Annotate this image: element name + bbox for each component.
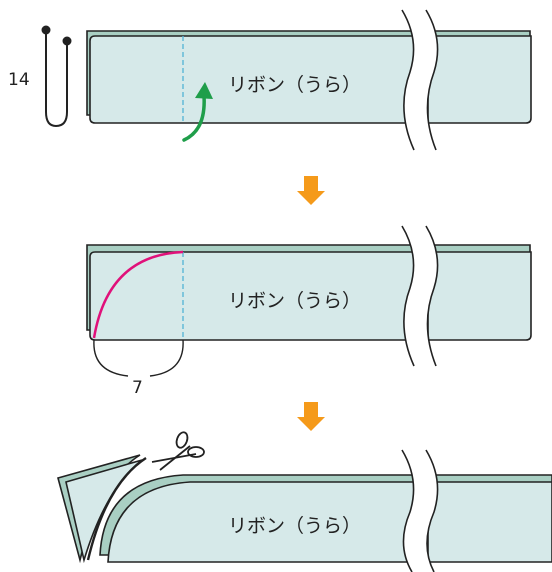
ribbon-front-layer — [89, 251, 429, 341]
break-line-right — [425, 449, 439, 572]
down-arrow-icon — [297, 176, 325, 205]
fold-arrow-icon — [182, 82, 213, 142]
ribbon-front-layer — [107, 481, 429, 563]
break-line-left — [401, 449, 415, 572]
down-arrow-icon — [297, 402, 325, 431]
scissors-icon — [151, 431, 205, 471]
break-gap — [402, 450, 438, 572]
break-line-right — [425, 9, 439, 151]
step-2: 7 リボン（うら） — [86, 225, 532, 398]
ribbon-front-layer-right — [427, 35, 532, 124]
break-line-right — [425, 225, 439, 367]
break-gap — [402, 10, 438, 150]
ribbon-label: リボン（うら） — [228, 74, 361, 96]
break-gap — [402, 226, 438, 366]
step-1: 14 リボン（うら） — [8, 9, 532, 151]
break-line-left — [401, 9, 415, 151]
ribbon-front-layer — [89, 35, 429, 124]
ribbon-front-layer-right — [427, 251, 532, 341]
cut-edge — [86, 456, 147, 561]
pin-icon — [41, 25, 72, 128]
ribbon-front-layer-right — [427, 481, 552, 563]
break-line-left — [401, 225, 415, 367]
cut-curve — [92, 250, 184, 339]
dimension-label-7: 7 — [132, 378, 143, 398]
dimension-bracket — [93, 339, 184, 377]
ribbon-label: リボン（うら） — [228, 290, 361, 312]
ribbon-label: リボン（うら） — [228, 515, 361, 537]
step-3: リボン（うら） — [57, 431, 552, 572]
dimension-label-14: 14 — [8, 70, 30, 90]
